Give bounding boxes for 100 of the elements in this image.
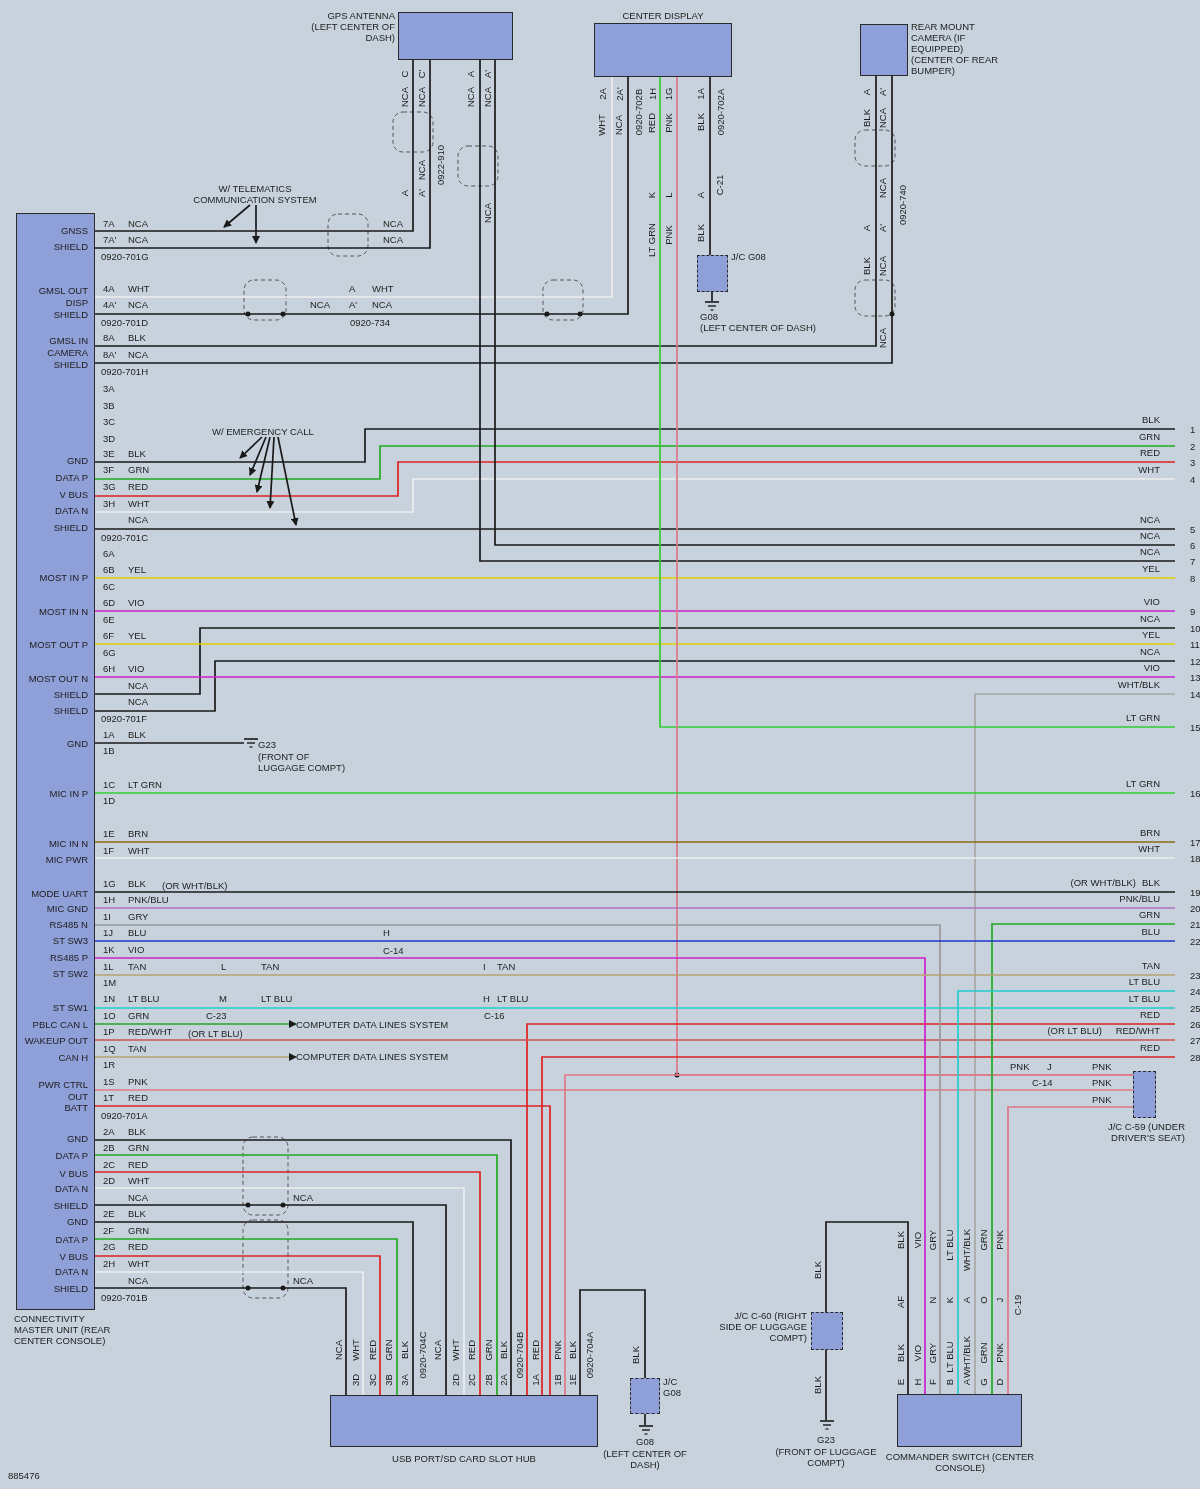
wire-label: 2D (449, 1373, 461, 1387)
wire-label: 6B (103, 564, 115, 575)
wire (94, 1089, 1134, 1091)
wire-label: 2A (103, 1126, 115, 1137)
wire-label: NCA (310, 299, 331, 310)
wire-label: RED (645, 112, 657, 134)
wire-label: 1N (103, 993, 116, 1004)
wire-label: C-19 (1011, 1294, 1023, 1316)
wire-label: GRN (128, 1142, 150, 1153)
wire-label: 2G (103, 1241, 116, 1252)
wire-label: GRN (977, 1342, 989, 1364)
pin-name: WAKEUP OUT (24, 1034, 88, 1046)
wire-label: 16 (1190, 788, 1200, 799)
wire-label: 20 (1190, 903, 1200, 914)
wire-label: NCA (383, 218, 404, 229)
wire-label: 2F (103, 1225, 115, 1236)
wire (94, 940, 1176, 942)
wire-label: BLK (1142, 414, 1160, 425)
wire-label: 6 (1190, 540, 1196, 551)
wire-label: A (860, 224, 872, 232)
wire-label: GRN (128, 1225, 150, 1236)
wire-label: 9 (1190, 606, 1196, 617)
wire-label: C-16 (484, 1010, 505, 1021)
wire-label: 2B (103, 1142, 115, 1153)
wire-label: 1 (1190, 424, 1196, 435)
wire-label: BRN (128, 828, 149, 839)
wire-label: H (911, 1378, 923, 1386)
wire-label: LT BLU (497, 993, 529, 1004)
pin-name: GND (66, 1132, 88, 1144)
wire-label: PNK/BLU (1119, 893, 1160, 904)
wire-label: NCA (128, 696, 149, 707)
wire (94, 461, 1176, 497)
wire-label: TAN (1141, 960, 1160, 971)
wire-label: NCA (1139, 546, 1160, 557)
wire-label: 1P (103, 1026, 115, 1037)
pin-name: V BUS (59, 1250, 88, 1262)
wire-label: 2A' (613, 87, 625, 101)
wire-label: 1H (646, 87, 658, 101)
wire-label: PNK (993, 1230, 1005, 1250)
wire-label: 6H (103, 663, 116, 674)
wire-label: 7A (103, 218, 115, 229)
component-label: G23 (816, 1434, 836, 1445)
wire-label: NCA (464, 86, 476, 108)
wire-label: L (221, 961, 227, 972)
wire-label: E (894, 1378, 906, 1386)
pin-name: SHIELD (53, 1199, 88, 1211)
wire-label: NCA (128, 1275, 149, 1286)
wire-label: 0922-910 (434, 144, 446, 186)
pin-name: SHIELD (53, 308, 88, 320)
wire (974, 693, 1176, 1395)
wire-label: 19 (1190, 887, 1200, 898)
pin-name: MIC GND (46, 902, 88, 914)
wire-label: BLK (894, 1231, 906, 1249)
wire-label: K (645, 191, 657, 199)
wire (94, 1255, 381, 1396)
pin-name: CAN H (58, 1051, 88, 1063)
wire (825, 1221, 909, 1395)
wire-label: 27 (1190, 1035, 1200, 1046)
wire-label: 10 (1190, 623, 1200, 634)
pin-name: SHIELD (53, 358, 88, 370)
wire-label: A (694, 191, 706, 199)
pin-name: V BUS (59, 488, 88, 500)
wire (94, 1039, 1176, 1041)
wire-label: A' (481, 69, 493, 79)
pin-name: GND (66, 454, 88, 466)
wire-label: NCA (612, 114, 624, 136)
arrow (239, 436, 263, 459)
wire-label: M (219, 993, 227, 1004)
wire (659, 76, 1176, 728)
wire-label: YEL (128, 564, 146, 575)
wire-label: BLK (811, 1376, 823, 1394)
wire-label: NCA (128, 514, 149, 525)
pin-name: GNSS (61, 224, 88, 236)
wire-label: H (383, 927, 390, 938)
wire-label: C-14 (383, 945, 404, 956)
wire-label: 1F (103, 845, 115, 856)
wire-label: J (993, 1297, 1005, 1303)
wire (94, 891, 1176, 893)
wire-label: VIO (128, 597, 145, 608)
wire-label: PNK/BLU (128, 894, 169, 905)
wire-label: NCA (1139, 530, 1160, 541)
wire-label: GRN (382, 1339, 394, 1361)
pin-name: DISP (65, 296, 88, 308)
wire-label: 1E (103, 828, 115, 839)
wire-label: 8 (1190, 573, 1196, 584)
wire-label: 3A (103, 383, 115, 394)
wire-label: 0920-740 (896, 184, 908, 226)
wire-label: YEL (1142, 629, 1160, 640)
wire-label: NCA (431, 1339, 443, 1361)
component-label: W/ TELEMATICS COMMUNICATION SYSTEM (192, 183, 318, 205)
wire (711, 291, 713, 302)
wire-label: 0920-701C (101, 532, 148, 543)
wire-label: 4A (103, 283, 115, 294)
wire (94, 1007, 1176, 1009)
wire-label: NCA (128, 349, 149, 360)
wire-label: 0920-734 (350, 317, 391, 328)
wire-label: 3 (1190, 457, 1196, 468)
wire-label: NCA (128, 299, 149, 310)
wire-label: TAN (128, 1043, 147, 1054)
arrow (266, 436, 275, 509)
